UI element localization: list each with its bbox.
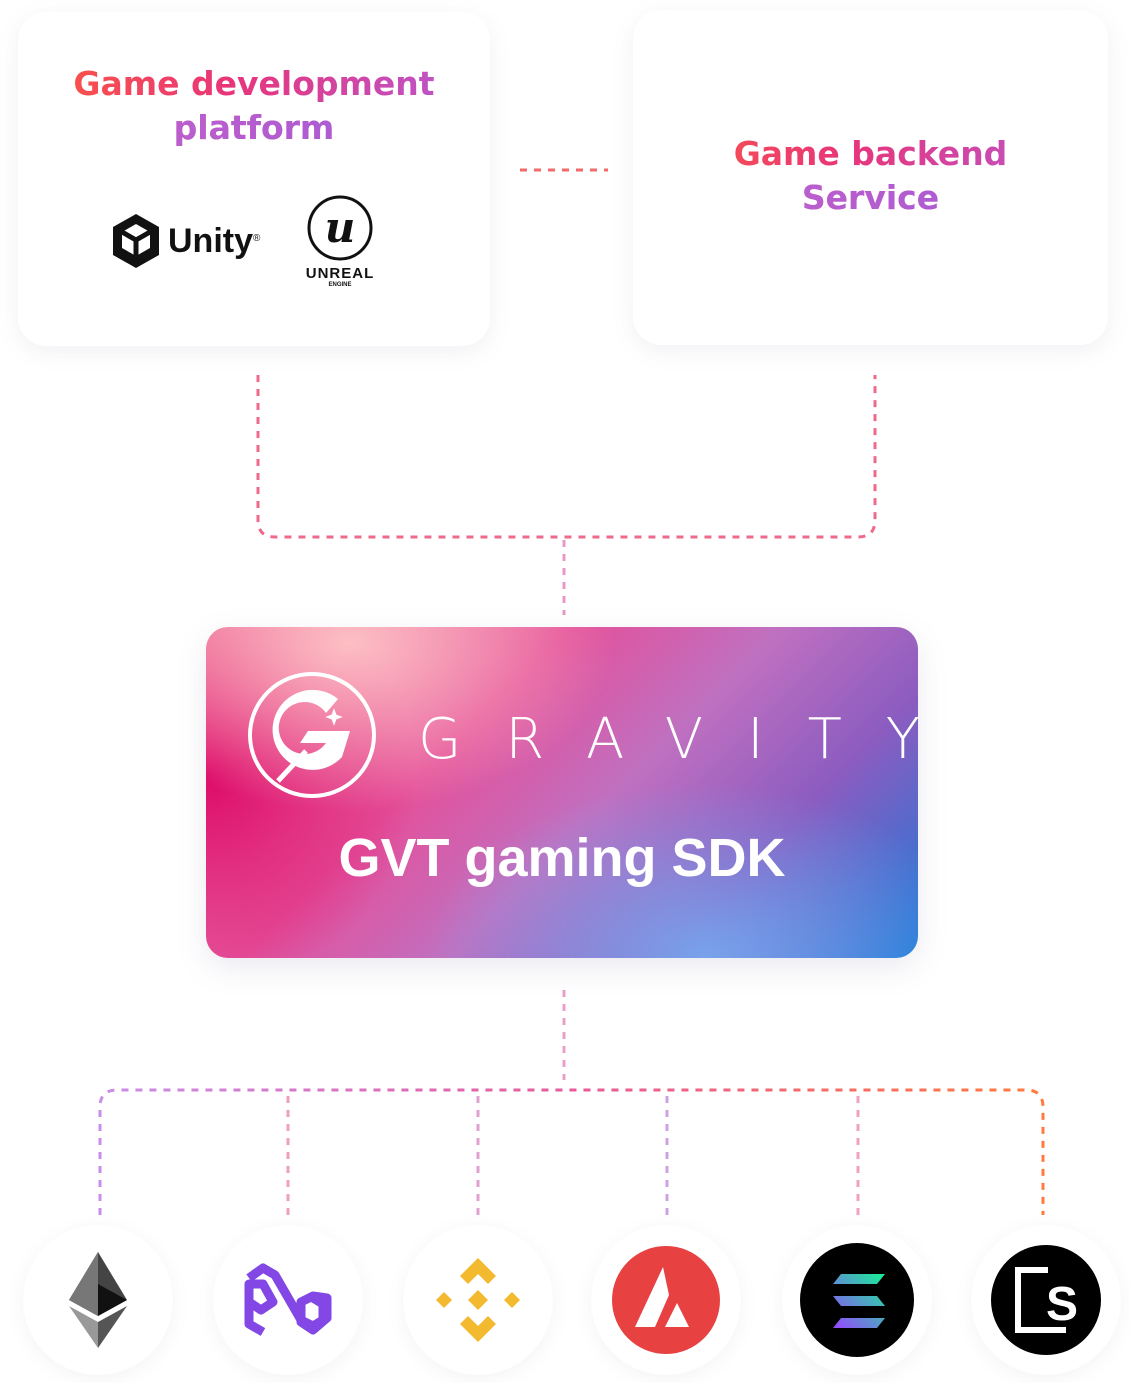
avalanche-icon xyxy=(612,1246,720,1354)
unity-cube-icon xyxy=(113,214,159,268)
backend-title-line1: Game backend xyxy=(733,134,1008,173)
gvt-gaming-sdk-card: GRAVITY GVT gaming SDK xyxy=(206,627,918,958)
gravity-logo-icon xyxy=(248,672,376,798)
sdk-title: GVT gaming SDK xyxy=(338,828,786,888)
ethereum-icon xyxy=(69,1252,127,1348)
wallet-s-icon: S xyxy=(991,1245,1101,1355)
solana-icon xyxy=(800,1243,914,1357)
unreal-u-icon: u xyxy=(307,195,373,261)
chain-bnb xyxy=(403,1225,553,1375)
unreal-engine-logo: u UNREAL ENGINE xyxy=(292,194,388,288)
unity-label: Unity xyxy=(168,221,253,260)
unity-logo: Unity ® xyxy=(110,212,260,270)
game-backend-service-box: Game backend Service xyxy=(633,10,1108,345)
svg-text:u: u xyxy=(325,203,356,252)
game-development-platform-box: Game development platform Unity ® u UNRE… xyxy=(18,12,490,346)
unreal-label: UNREAL xyxy=(305,265,375,282)
chain-wallet-s: S xyxy=(971,1225,1121,1375)
polygon-icon xyxy=(244,1263,332,1336)
chain-solana xyxy=(782,1225,932,1375)
platform-title-line2: platform xyxy=(18,106,490,150)
svg-text:S: S xyxy=(1046,1278,1078,1331)
chain-polygon xyxy=(213,1225,363,1375)
platform-title-line1: Game development xyxy=(73,64,435,103)
chain-avalanche xyxy=(591,1225,741,1375)
gravity-wordmark: GRAVITY xyxy=(418,707,918,772)
bnb-chain-icon xyxy=(436,1258,520,1342)
backend-title-line2: Service xyxy=(633,176,1108,220)
unreal-sublabel: ENGINE xyxy=(328,282,352,288)
chain-ethereum xyxy=(23,1225,173,1375)
